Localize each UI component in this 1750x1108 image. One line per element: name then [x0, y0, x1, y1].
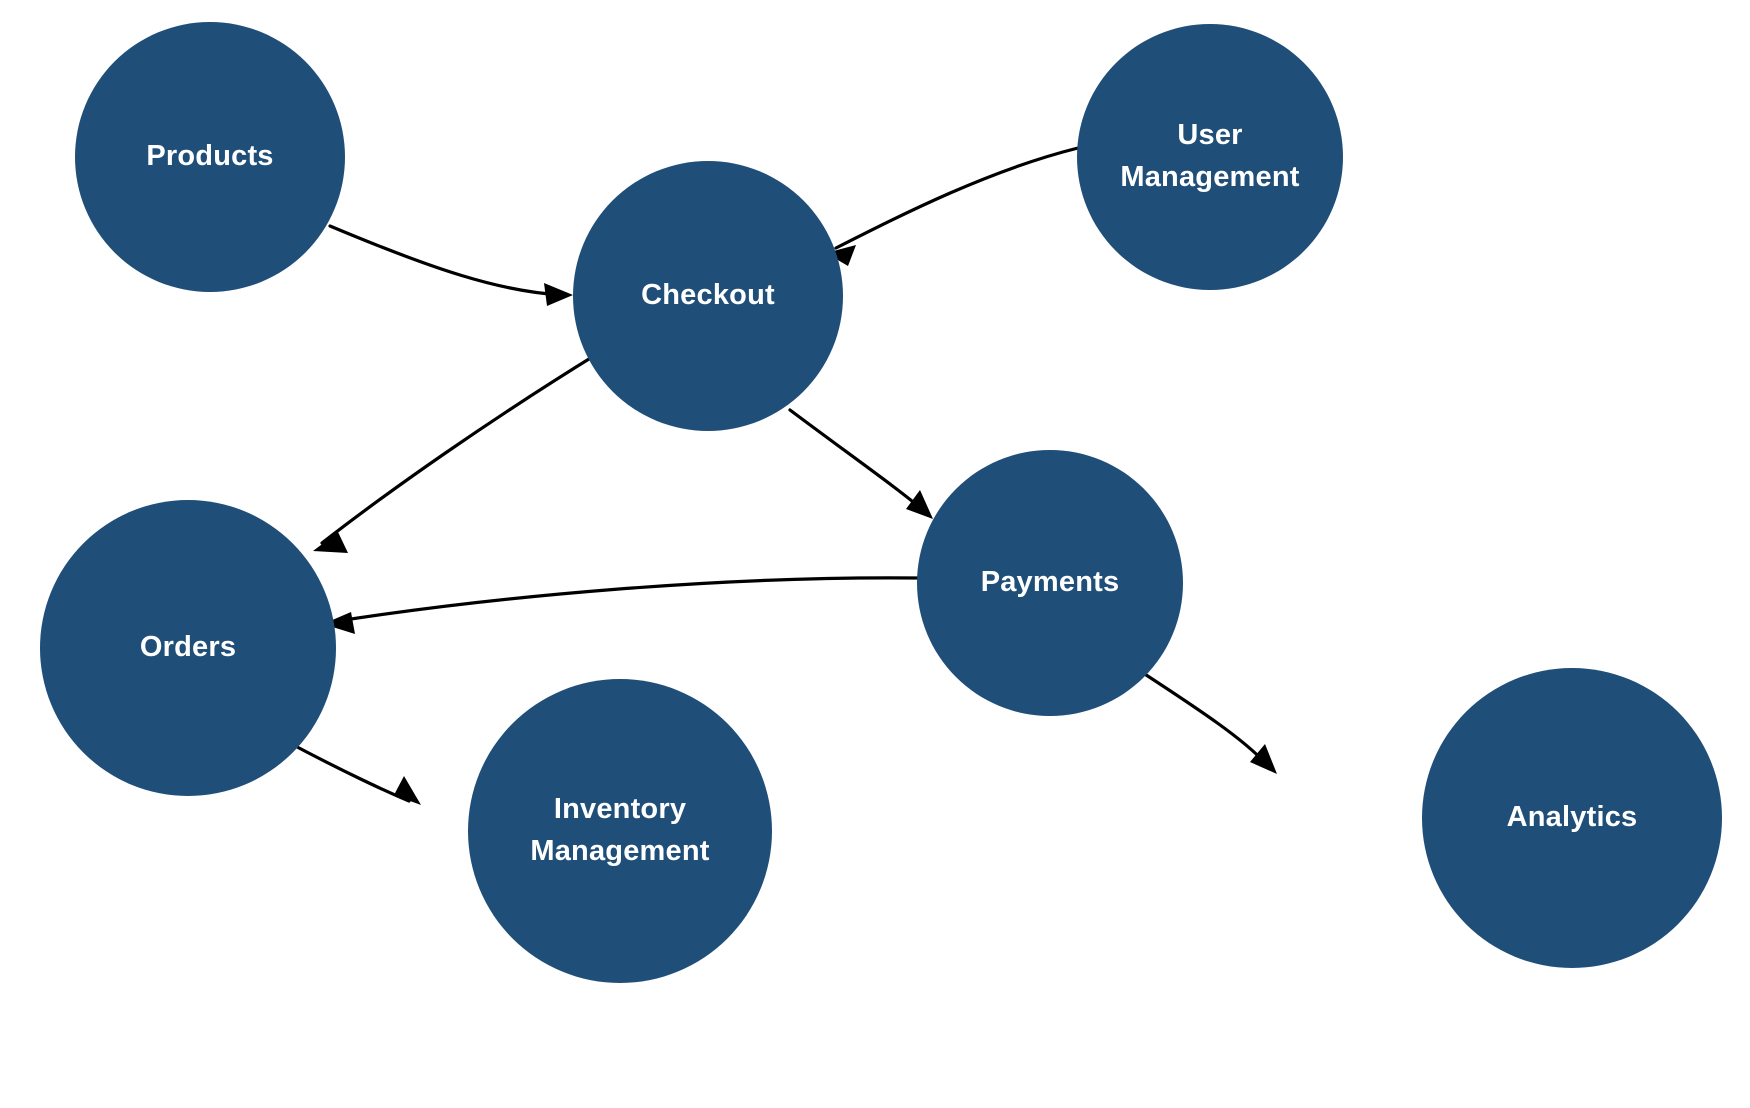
- arrowhead-icon: [394, 776, 421, 805]
- node-label-line: Inventory: [554, 793, 686, 825]
- edges-layer: [282, 146, 1277, 805]
- arrowhead-icon: [323, 612, 355, 634]
- node-products[interactable]: Products: [75, 22, 345, 292]
- edge-payments-to-analytics: [1135, 667, 1277, 774]
- arrowhead-icon: [1250, 744, 1277, 774]
- edge-line: [320, 352, 599, 545]
- node-label-line: Management: [1120, 161, 1299, 193]
- node-label: Orders: [140, 631, 236, 663]
- edge-checkout-to-payments: [788, 408, 933, 519]
- node-label-line: Payments: [981, 566, 1120, 598]
- node-orders[interactable]: Orders: [40, 500, 336, 796]
- edge-checkout-to-orders: [313, 352, 599, 553]
- node-analytics[interactable]: Analytics: [1422, 668, 1722, 968]
- node-label-line: User: [1177, 119, 1242, 151]
- edge-products-to-checkout: [328, 224, 573, 306]
- node-label-line: Management: [530, 835, 709, 867]
- edge-line: [328, 224, 565, 297]
- edge-line: [1135, 667, 1269, 767]
- node-circle[interactable]: [40, 500, 336, 796]
- node-label: Checkout: [641, 279, 775, 311]
- node-label: Products: [146, 140, 273, 172]
- node-label-line: Products: [146, 140, 273, 172]
- edge-line: [336, 576, 920, 623]
- arrowhead-icon: [313, 532, 348, 553]
- node-label-line: Orders: [140, 631, 236, 663]
- node-label: Analytics: [1507, 801, 1638, 833]
- node-circle[interactable]: [468, 679, 772, 983]
- arrowhead-icon: [906, 490, 933, 519]
- edge-orders-to-inventory-management: [282, 738, 421, 805]
- edge-line: [788, 408, 926, 513]
- edge-line: [834, 146, 1080, 250]
- node-circle[interactable]: [573, 161, 843, 431]
- node-circle[interactable]: [75, 22, 345, 292]
- arrowhead-icon: [826, 245, 856, 266]
- node-label-line: Analytics: [1507, 801, 1638, 833]
- node-label: Payments: [981, 566, 1120, 598]
- node-circle[interactable]: [917, 450, 1183, 716]
- edge-line: [282, 738, 411, 803]
- node-payments[interactable]: Payments: [917, 450, 1183, 716]
- edge-user-management-to-checkout: [826, 146, 1080, 266]
- node-circle[interactable]: [1077, 24, 1343, 290]
- node-label-line: Checkout: [641, 279, 775, 311]
- node-circle[interactable]: [1422, 668, 1722, 968]
- arrowhead-icon: [544, 283, 573, 306]
- node-checkout[interactable]: Checkout: [573, 161, 843, 431]
- edge-payments-to-orders: [323, 576, 920, 634]
